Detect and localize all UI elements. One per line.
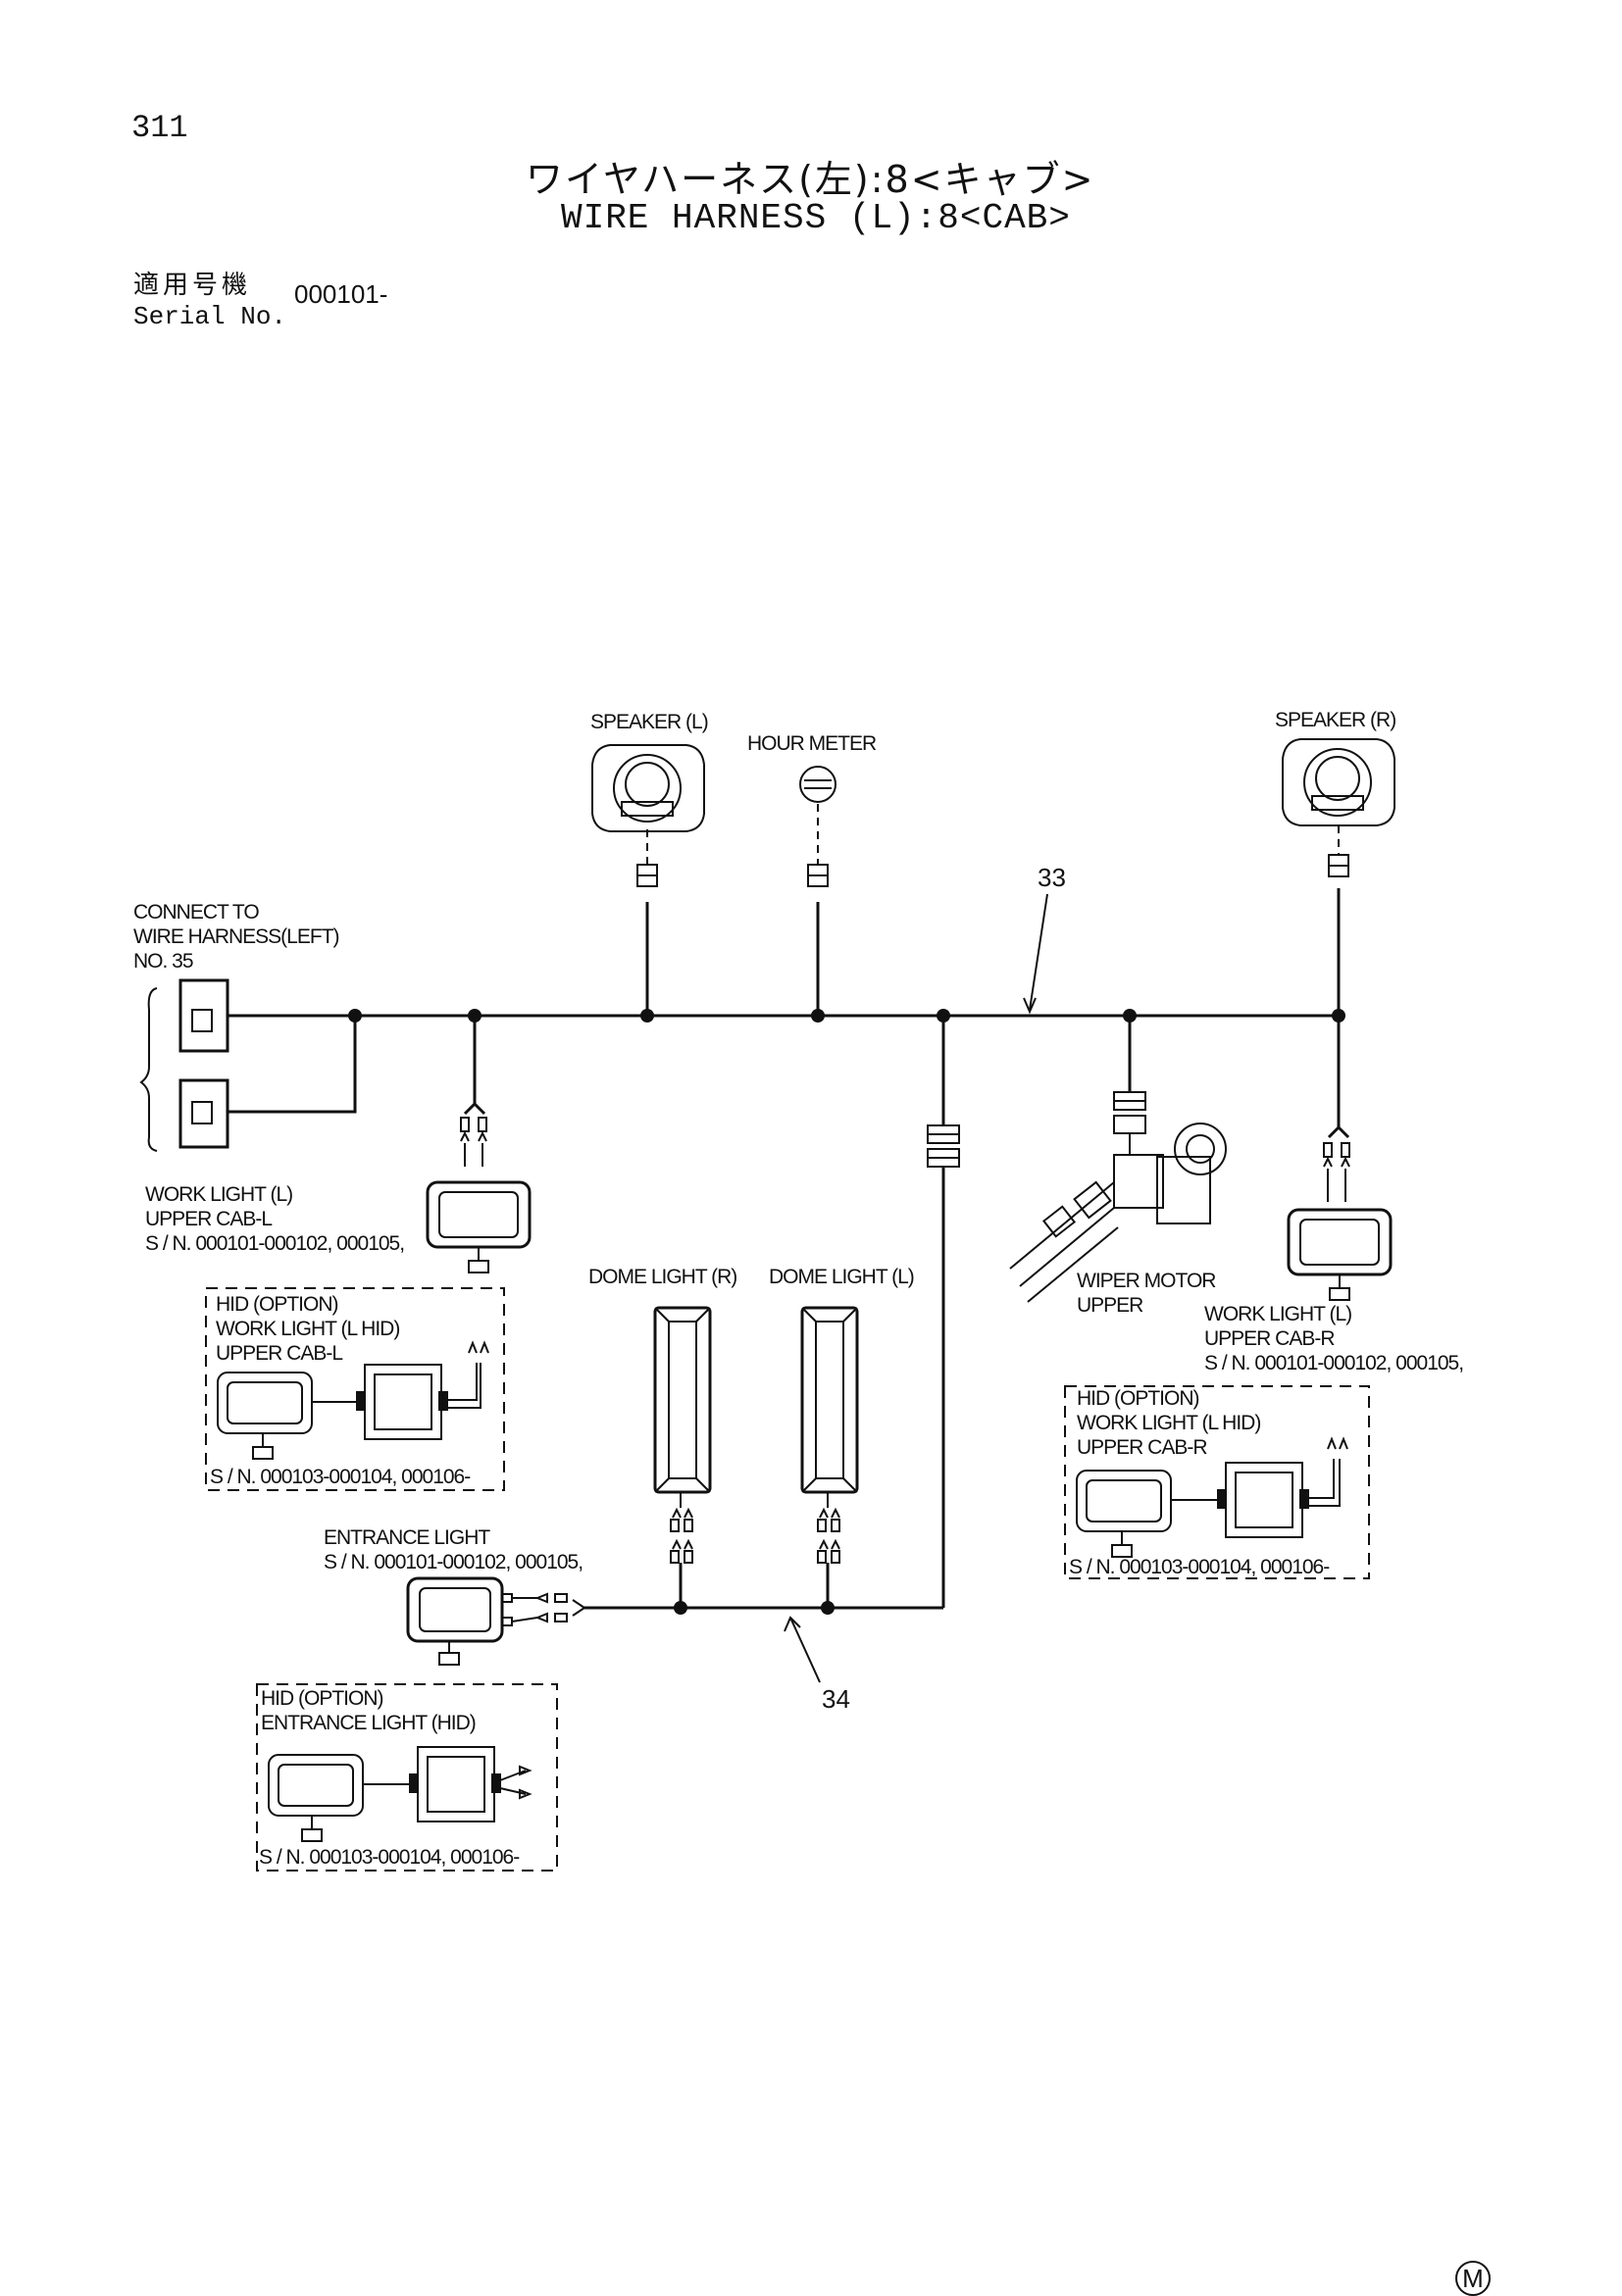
connector-lower — [178, 1078, 229, 1149]
label-dome-light-r: DOME LIGHT (R) — [588, 1266, 737, 1288]
speaker-r-body — [1282, 738, 1395, 826]
label-speaker-l: SPEAKER (L) — [590, 711, 709, 733]
label-speaker-r: SPEAKER (R) — [1275, 709, 1396, 731]
label-hid-left-serial: S / N. 000103-000104, 000106- — [210, 1466, 471, 1488]
speaker-l-body — [591, 744, 705, 832]
label-work-light-r: WORK LIGHT (L) UPPER CAB-R S / N. 000101… — [1204, 1303, 1464, 1374]
hid-left-box — [205, 1287, 505, 1491]
hid-right-box — [1064, 1385, 1370, 1579]
dome-light-r-body — [653, 1306, 712, 1494]
hid-entrance-box — [256, 1683, 558, 1872]
callout-33: 33 — [1038, 863, 1066, 892]
corner-mark: M — [1455, 2261, 1491, 2296]
serial-value: 000101- — [294, 279, 388, 309]
label-hid-right: HID (OPTION) WORK LIGHT (L HID) UPPER CA… — [1077, 1387, 1261, 1459]
label-connect-to: CONNECT TO WIRE HARNESS(LEFT) NO. 35 — [133, 901, 340, 973]
label-hid-left: HID (OPTION) WORK LIGHT (L HID) UPPER CA… — [216, 1293, 400, 1365]
page-number: 311 — [131, 110, 188, 146]
entrance-light-body — [406, 1576, 504, 1643]
connector-upper — [178, 978, 229, 1053]
serial-label-japanese: 適用号機 — [133, 271, 252, 300]
label-hid-entrance-serial: S / N. 000103-000104, 000106- — [259, 1846, 520, 1869]
label-entrance-light: ENTRANCE LIGHT S / N. 000101-000102, 000… — [324, 1526, 583, 1573]
label-hid-right-serial: S / N. 000103-000104, 000106- — [1069, 1556, 1330, 1578]
title-japanese: ワイヤハーネス(左):8<キャブ> — [526, 158, 1095, 201]
label-wiper-motor: WIPER MOTOR UPPER — [1077, 1270, 1216, 1317]
hour-meter-body — [799, 766, 836, 803]
serial-label-english: Serial No. — [133, 302, 287, 331]
wiper-motor-body — [1113, 1154, 1164, 1209]
dome-light-l-body — [800, 1306, 859, 1494]
callout-34: 34 — [822, 1684, 850, 1714]
title-english: WIRE HARNESS (L):8<CAB> — [561, 198, 1071, 238]
label-dome-light-l: DOME LIGHT (L) — [769, 1266, 915, 1288]
label-hid-entrance: HID (OPTION) ENTRANCE LIGHT (HID) — [261, 1687, 477, 1734]
label-work-light-l: WORK LIGHT (L) UPPER CAB-L S / N. 000101… — [145, 1183, 405, 1255]
label-hour-meter: HOUR METER — [747, 732, 877, 755]
